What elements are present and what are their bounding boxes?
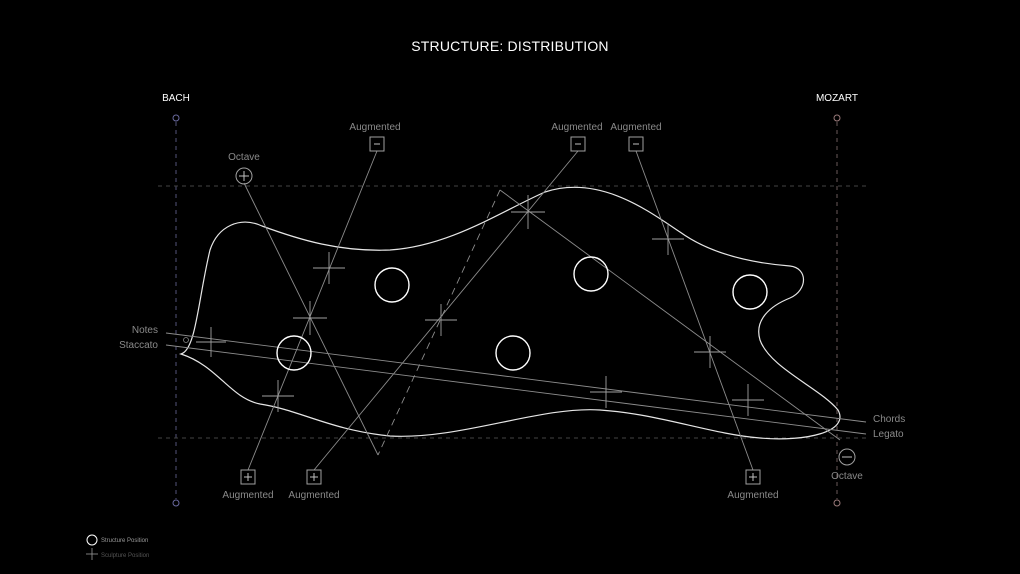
diagram-title: STRUCTURE: DISTRIBUTION [411,38,609,54]
sculpture-position-cross [694,336,726,368]
guide-augmented-2-to-bottom-2 [313,150,579,471]
guide-augmented-1-to-bottom-1 [247,150,378,471]
chords-label: Chords [873,414,905,425]
guide-dashed-diagonal [377,189,501,456]
legato-label: Legato [873,429,904,440]
minus-circle-icon [838,448,856,466]
axis-label-mozart: MOZART [816,93,858,104]
sculpture-positions [196,195,764,416]
vertical-axes [172,114,841,507]
top-markers: Augmented Augmented Augmented Octave [228,122,662,185]
octave-bottom-label: Octave [831,471,863,482]
guide-augmented-3-to-bottom-3 [635,150,754,471]
sculpture-position-cross [262,380,294,412]
structure-position-legend-icon [86,534,98,546]
plus-box-icon [306,469,322,485]
structure-position-circle [495,335,531,371]
structure-position-circle [374,267,410,303]
sculpture-position-cross [293,301,327,335]
legend: Structure Position Sculpture Position [86,534,149,560]
sculpture-position-cross [425,304,457,336]
octave-top-label: Octave [228,152,260,163]
plus-circle-icon [235,167,253,185]
bottom-markers: Augmented Augmented Augmented Octave [222,448,863,501]
augmented-top-3-label: Augmented [610,122,661,133]
guide-octave-to-bottom [243,182,379,456]
notes-label: Notes [132,325,158,336]
sculpture-position-cross [196,327,226,357]
structure-blob [178,186,841,440]
augmented-top-2-label: Augmented [551,122,602,133]
augmented-bottom-3-label: Augmented [727,490,778,501]
augmented-top-1-label: Augmented [349,122,400,133]
notes-start-node [183,337,189,343]
staccato-label: Staccato [119,340,158,351]
legend-sculpture-label: Sculpture Position [101,553,149,559]
sculpture-position-cross [590,376,622,408]
horizontal-bounds [158,185,866,439]
structure-positions [276,256,768,371]
bach-axis-top-node [172,114,180,122]
notes-chords-line [165,332,867,423]
structure-position-circle [573,256,609,292]
structure-position-circle [276,335,312,371]
sculpture-position-legend-icon [86,548,98,560]
staccato-legato-line [165,344,867,435]
legend-structure-label: Structure Position [101,538,148,544]
guide-top-to-octave-bottom [499,189,841,441]
structure-position-circle [732,274,768,310]
sculpture-position-cross [732,384,764,416]
minus-box-icon [628,136,644,152]
guide-lines [165,150,867,471]
minus-box-icon [369,136,385,152]
augmented-bottom-2-label: Augmented [288,490,339,501]
sculpture-position-cross [511,195,545,229]
bach-axis-bottom-node [172,499,180,507]
sculpture-position-cross [313,252,345,284]
augmented-bottom-1-label: Augmented [222,490,273,501]
minus-box-icon [570,136,586,152]
axis-label-bach: BACH [162,93,190,104]
mozart-axis-top-node [833,114,841,122]
plus-box-icon [240,469,256,485]
sculpture-position-cross [652,223,684,255]
mozart-axis-bottom-node [833,499,841,507]
plus-box-icon [745,469,761,485]
